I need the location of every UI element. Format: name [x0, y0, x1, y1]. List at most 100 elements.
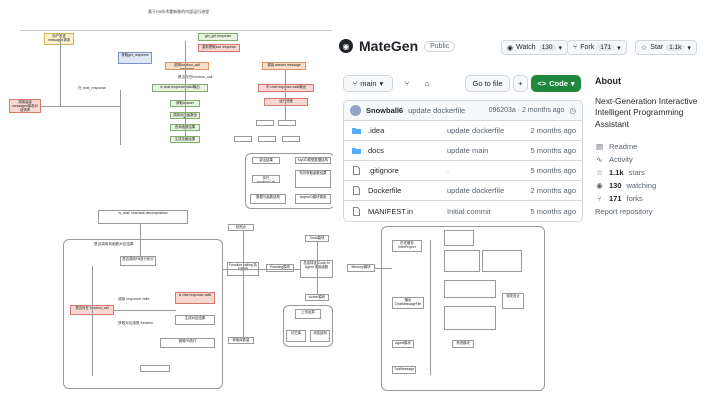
file-list: Snowball6 update dockerfile 096203a · 2 …: [343, 100, 583, 222]
file-date: 2 months ago: [530, 126, 576, 135]
add-file-button[interactable]: +: [513, 75, 528, 92]
small-node-e: [282, 136, 300, 142]
system-module-node: 系统模块: [452, 340, 474, 348]
file-date: 2 months ago: [530, 186, 576, 195]
file-date: 5 months ago: [530, 206, 576, 216]
get-response-node: get_get response: [198, 33, 238, 41]
tags-link[interactable]: ⌂: [419, 75, 435, 92]
branch-name: main: [360, 79, 377, 88]
planning-node: Planning模块: [266, 264, 294, 272]
fork-count: 171: [597, 44, 615, 51]
chevron-down-icon: ▾: [558, 44, 563, 52]
file-name[interactable]: .gitignore: [368, 166, 399, 175]
diagram-title: 基于FB技术重新推的内部运行流程: [148, 9, 210, 14]
fb-exec-node: 是否调用FB进行执行: [120, 256, 156, 266]
repo-owner-avatar[interactable]: ◉: [339, 39, 353, 53]
commit-author[interactable]: Snowball6: [366, 106, 404, 115]
file-row[interactable]: MANIFEST.in Initial commit 5 months ago: [344, 201, 582, 221]
file-commit-message[interactable]: .: [447, 166, 450, 175]
readme-link[interactable]: ▤Readme: [595, 142, 638, 152]
file-icon: [352, 206, 361, 216]
asyncio-node: AsyncIO模块调用: [295, 194, 331, 204]
file-icon: [352, 166, 361, 175]
fb-exec-node-2: 调用FB执行: [160, 338, 215, 348]
file-row[interactable]: .gitignore . 5 months ago: [344, 161, 582, 181]
repo-description: Next-Generation Interactive Intelligent …: [595, 96, 698, 129]
right-detail-c: [444, 280, 496, 298]
branch-selector[interactable]: ⑂ main ▾: [343, 75, 393, 92]
architecture-diagram-collage: 基于FB技术重新推的内部运行流程 用户发送messages请求 get_get …: [0, 0, 333, 402]
activation-node: 激活结果: [252, 157, 280, 164]
file-commit-message[interactable]: Initial commit: [447, 206, 491, 216]
left-panel-text-a: 是否调用到函数对应结果: [94, 242, 134, 246]
report-repository-link[interactable]: Report repository: [595, 207, 653, 217]
repo-name[interactable]: MateGen: [359, 38, 419, 54]
right-detail-d: [444, 306, 496, 330]
tools-node: Tools模块: [305, 235, 329, 242]
tag-icon: ⌂: [424, 79, 430, 88]
latest-commit-row: Snowball6 update dockerfile 096203a · 2 …: [344, 101, 582, 121]
is-function-call-text: 是否存在function_call: [178, 75, 213, 79]
file-row[interactable]: .idea update dockerfile 2 months ago: [344, 121, 582, 141]
small-node-a: [256, 120, 274, 126]
message-structure-node: 消息结构: [310, 330, 330, 342]
file-commit-message[interactable]: update dockerfile: [447, 186, 505, 195]
history-icon[interactable]: ◷: [569, 106, 576, 115]
about-sidebar: About Next-Generation Interactive Intell…: [595, 76, 715, 218]
history-cache-node: 历史缓存 InterProject: [392, 240, 422, 252]
chevron-down-icon: ▾: [617, 44, 621, 52]
file-name[interactable]: MANIFEST.in: [368, 206, 414, 216]
fork-button[interactable]: ⑂ Fork 171 ▾: [567, 40, 627, 55]
star-count: 1.1k: [666, 44, 685, 51]
left-messages-node: 调用高级messages接收对话请求: [9, 99, 41, 113]
commit-hash-time[interactable]: 096203a · 2 months ago: [488, 107, 565, 114]
task-decomposition-node: is_chat: chat task decomposition: [98, 210, 188, 224]
commit-message[interactable]: update dockerfile: [408, 106, 466, 115]
file-name[interactable]: docs: [368, 146, 384, 155]
watch-button[interactable]: ◉ Watch 130 ▾: [501, 40, 569, 55]
file-name[interactable]: Dockerfile: [368, 186, 402, 195]
fork-icon: ⑂: [597, 194, 602, 204]
fork-icon: ⑂: [573, 44, 578, 51]
library-count-node: 获取库数量: [228, 337, 254, 344]
left-panel-text-c: 获取对应函数 function: [118, 321, 154, 325]
memory-store-node: 记忆库: [286, 330, 306, 342]
chat-response-valid-node: is chat response valid输出: [152, 84, 208, 92]
file-commit-message[interactable]: update main: [447, 146, 489, 155]
file-name[interactable]: .idea: [368, 126, 385, 135]
eye-icon: ◉: [596, 181, 603, 191]
file-row[interactable]: Dockerfile update dockerfile 2 months ag…: [344, 181, 582, 201]
star-button[interactable]: ☆ Star 1.1k ▾: [635, 40, 697, 55]
tool-message-node: ToolMessage: [392, 366, 416, 374]
checkpoint-node: 检测点: [228, 224, 254, 231]
function-call-node: 调用function_call message: [165, 62, 209, 70]
memory-node: Memory模块: [347, 264, 375, 272]
agent-module-node: Agent模块: [392, 340, 414, 348]
file-date: 5 months ago: [530, 166, 576, 175]
data-structure-node: 数据与函数结构: [250, 194, 286, 204]
chat-response-text: 在 chat_response: [78, 86, 107, 90]
code-button[interactable]: <> Code ▾: [531, 75, 581, 92]
action-node: Action模块: [305, 294, 329, 301]
code-label: Code: [549, 79, 568, 88]
go-to-file-button[interactable]: Go to file: [465, 75, 510, 92]
answer-message-node: 调用 answer message: [262, 62, 306, 70]
chevron-down-icon: ▾: [570, 79, 575, 88]
upload-node: 上传运算: [295, 309, 321, 319]
file-commit-message[interactable]: update dockerfile: [447, 126, 505, 135]
activity-link[interactable]: ∿Activity: [596, 155, 633, 165]
file-row[interactable]: docs update main 5 months ago: [344, 141, 582, 161]
eye-icon: ◉: [507, 44, 514, 52]
code-agent-node: 总结特征 Code Al Agent 调用函数: [300, 260, 333, 278]
branch-icon: ⑂: [352, 79, 358, 88]
folder-icon: [352, 147, 361, 155]
branches-link[interactable]: ⑂: [399, 75, 415, 92]
right-detail-e: [482, 250, 522, 272]
star-icon: ☆: [596, 168, 603, 178]
chat-response-invalid-node: 不 chat response valid输出: [258, 84, 314, 92]
watch-count: 130: [538, 44, 556, 51]
get-response-box: 获取get_response: [118, 52, 152, 64]
